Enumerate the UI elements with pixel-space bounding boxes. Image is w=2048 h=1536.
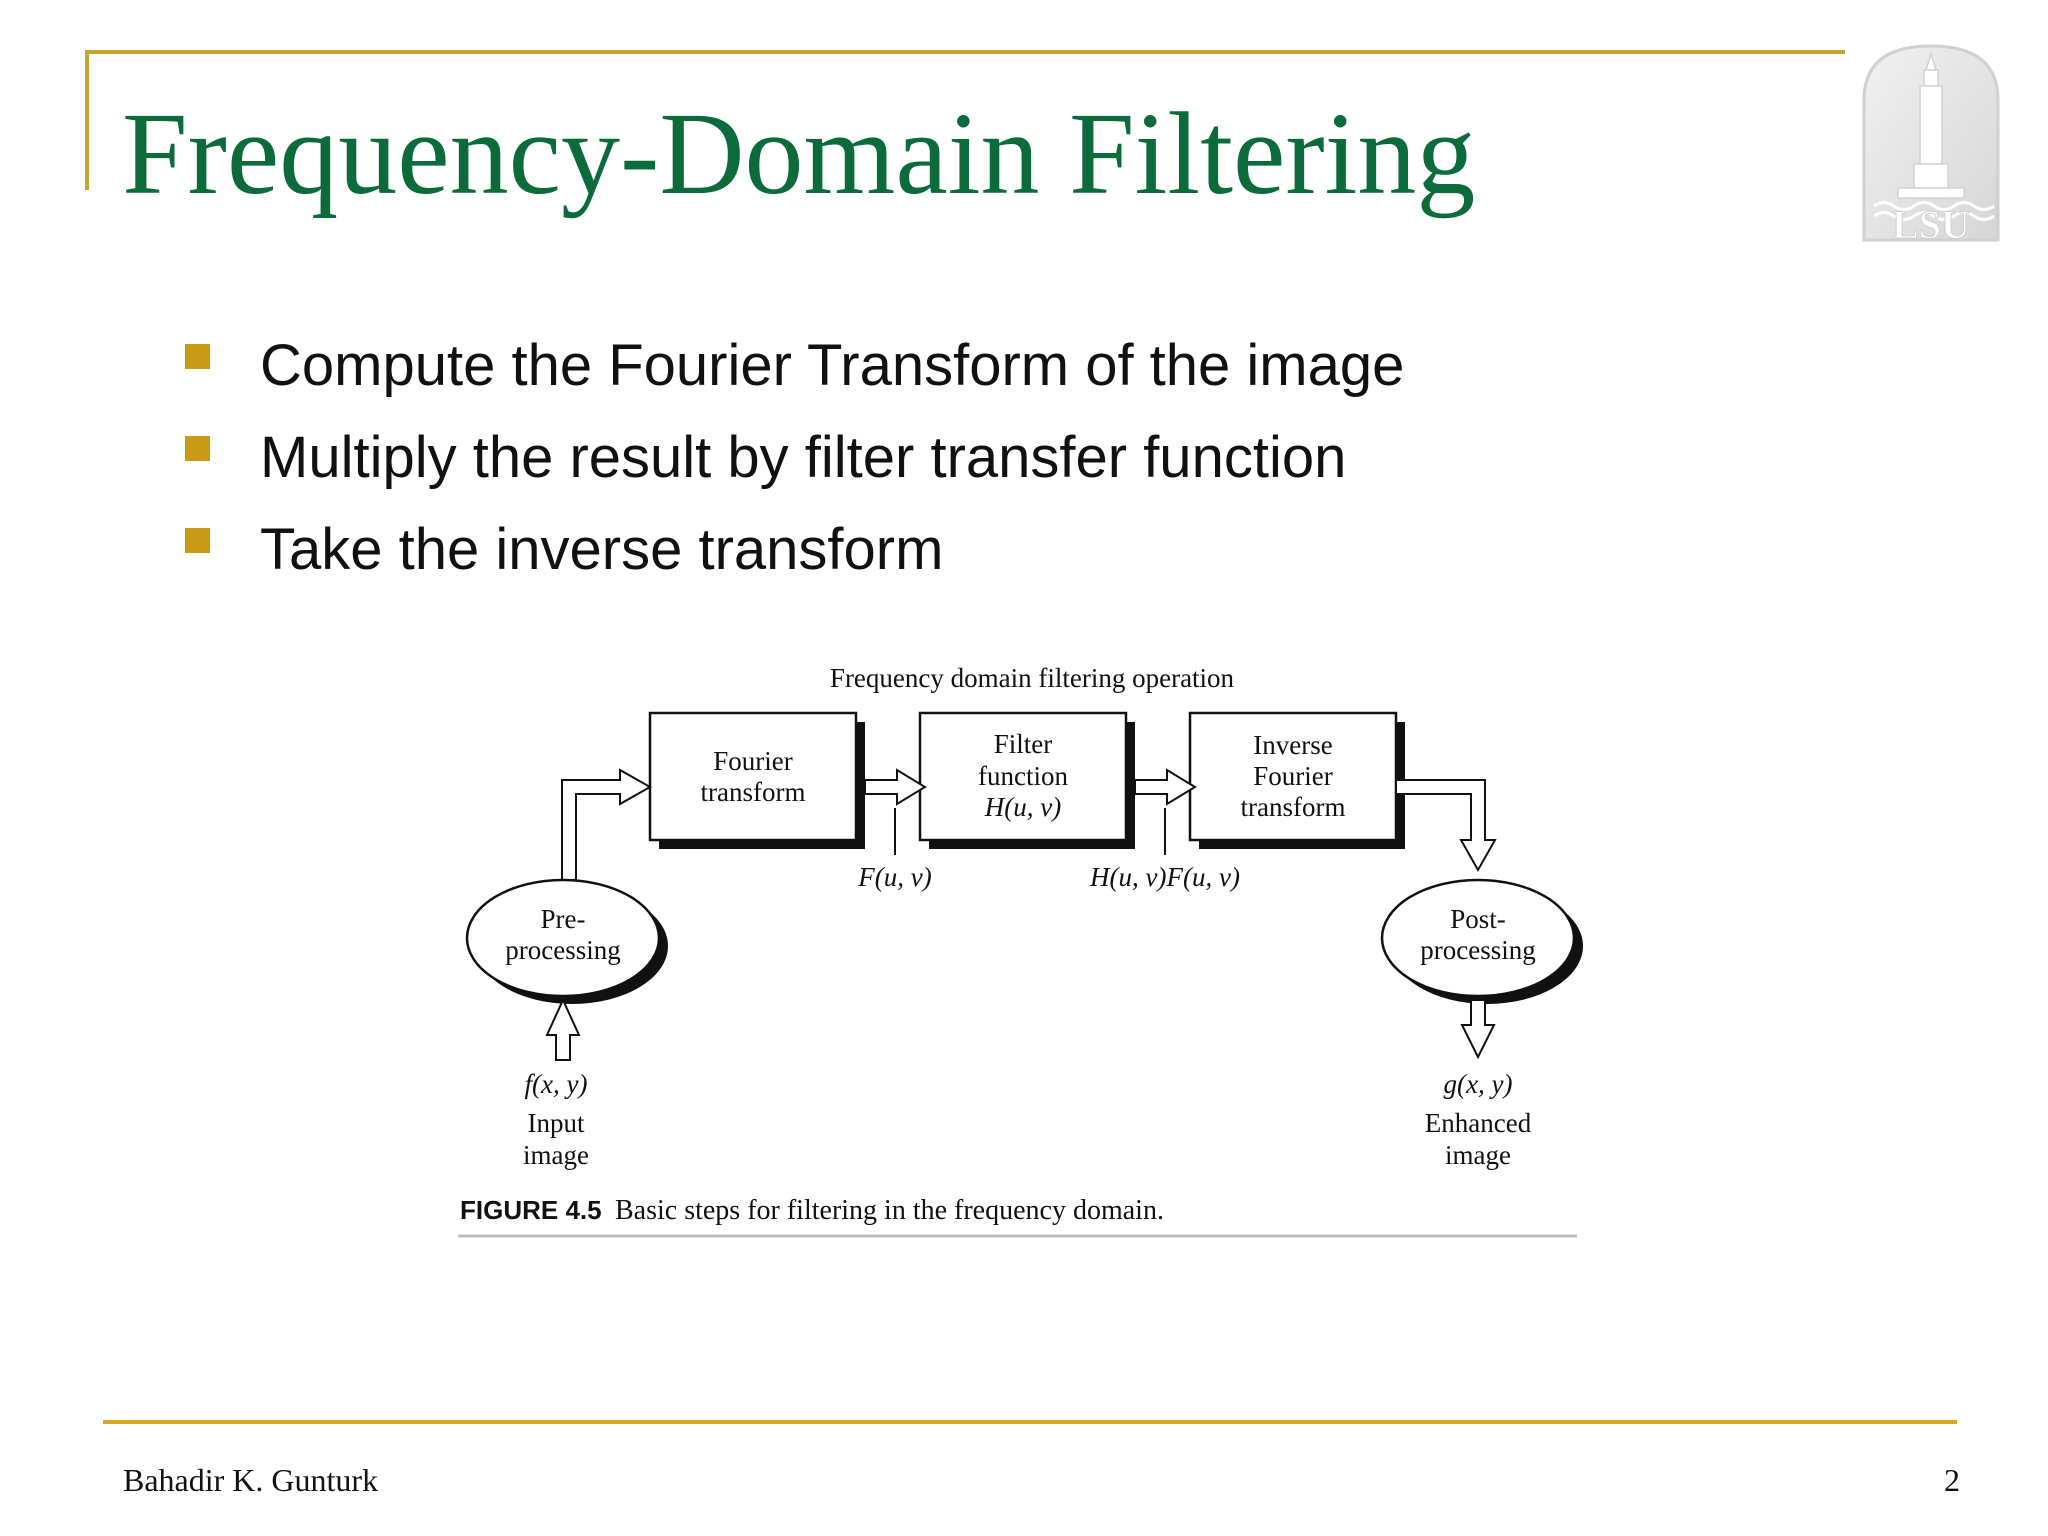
bullet-item: Multiply the result by filter transfer f… xyxy=(180,412,1404,504)
box-label: Fourier xyxy=(1253,761,1332,791)
diagram-top-label: Frequency domain filtering operation xyxy=(830,663,1235,693)
figure-number: FIGURE 4.5 xyxy=(460,1195,602,1225)
arrow-right-icon xyxy=(1134,768,1197,806)
bottom-rule xyxy=(103,1420,1957,1424)
page-number: 2 xyxy=(1944,1462,1960,1498)
box-label: H(u, v) xyxy=(984,792,1061,822)
arrow-bend-down-icon xyxy=(1395,779,1497,873)
ellipse-label: Pre- xyxy=(541,904,586,934)
bullet-list: Compute the Fourier Transform of the ima… xyxy=(180,320,1404,596)
arrow-down-icon xyxy=(1460,999,1496,1060)
ellipse-label: processing xyxy=(505,935,620,965)
post-processing-ellipse: Post- processing xyxy=(1380,878,1583,1004)
fourier-transform-box: Fourier transform xyxy=(648,711,865,849)
box-label: Inverse xyxy=(1253,730,1332,760)
arrow-bend-right-icon xyxy=(561,768,653,881)
input-caption: image xyxy=(523,1140,589,1170)
input-signal-label: f(x, y) xyxy=(525,1069,588,1099)
input-caption: Input xyxy=(528,1108,585,1138)
inverse-fourier-box: Inverse Fourier transform xyxy=(1188,711,1405,849)
lsu-tower-icon xyxy=(1897,51,1965,199)
signal-HF-label: H(u, v)F(u, v) xyxy=(1089,862,1240,892)
bullet-text: Multiply the result by filter transfer f… xyxy=(260,425,1347,490)
box-label: function xyxy=(978,761,1068,791)
top-rule xyxy=(85,50,1845,54)
ellipse-label: Post- xyxy=(1450,904,1506,934)
box-label: transform xyxy=(701,777,806,807)
bullet-square-icon xyxy=(185,344,210,369)
logo-text: LSU xyxy=(1892,202,1970,245)
footer-author: Bahadir K. Gunturk xyxy=(123,1462,379,1498)
left-rule xyxy=(85,50,89,190)
slide-title: Frequency-Domain Filtering xyxy=(122,88,1476,219)
ellipse-label: processing xyxy=(1420,935,1535,965)
output-caption: Enhanced xyxy=(1425,1108,1532,1138)
bullet-text: Compute the Fourier Transform of the ima… xyxy=(260,333,1405,398)
lsu-logo: LSU xyxy=(1862,44,2000,245)
box-label: Filter xyxy=(994,729,1053,759)
figure-caption: Basic steps for filtering in the frequen… xyxy=(615,1195,1164,1226)
signal-F-label: F(u, v) xyxy=(857,862,931,892)
pre-processing-ellipse: Pre- processing xyxy=(465,878,668,1004)
arrow-up-icon xyxy=(545,997,581,1061)
filter-function-box: Filter function H(u, v) xyxy=(918,711,1135,849)
bullet-square-icon xyxy=(185,436,210,461)
box-label: Fourier xyxy=(713,746,792,776)
output-caption: image xyxy=(1445,1140,1511,1170)
output-signal-label: g(x, y) xyxy=(1444,1069,1513,1099)
filtering-diagram: Frequency domain filtering operation Fou… xyxy=(458,663,1583,1238)
bullet-item: Compute the Fourier Transform of the ima… xyxy=(180,320,1404,412)
bullet-item: Take the inverse transform xyxy=(180,504,1404,596)
bullet-square-icon xyxy=(185,528,210,553)
box-label: transform xyxy=(1241,792,1346,822)
bullet-text: Take the inverse transform xyxy=(260,517,944,582)
arrow-right-icon xyxy=(864,768,927,806)
